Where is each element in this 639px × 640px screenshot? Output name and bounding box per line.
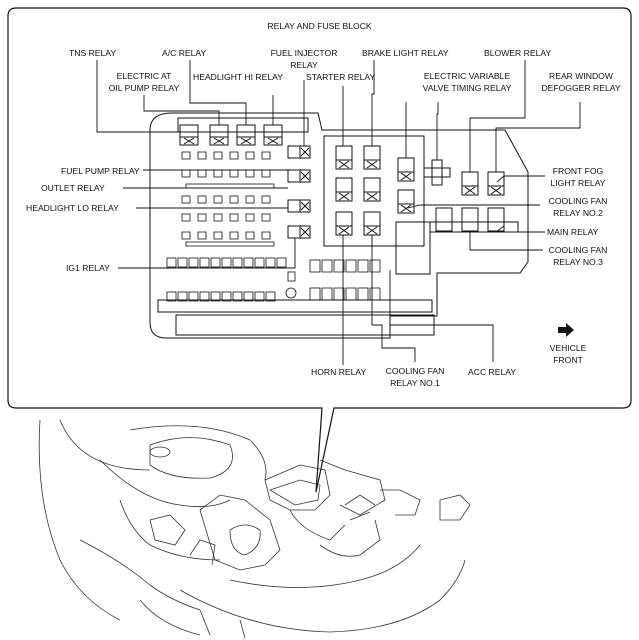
relay-mid-right	[363, 177, 381, 202]
label-fuel-injector-2: RELAY	[290, 60, 318, 70]
relay-brake-light	[363, 145, 381, 170]
label-brake-light-relay: BRAKE LIGHT RELAY	[362, 48, 449, 58]
relay-tns	[179, 124, 199, 146]
label-evvt-1: ELECTRIC VARIABLE	[423, 71, 511, 81]
label-rear-defogger-1: REAR WINDOW	[549, 71, 613, 81]
relay-fuel-pump	[287, 169, 311, 183]
relay-ac	[236, 124, 256, 146]
label-cooling-fan-1-2: RELAY NO.1	[390, 378, 440, 388]
label-outlet-relay: OUTLET RELAY	[41, 183, 105, 193]
diagram-title: RELAY AND FUSE BLOCK	[267, 21, 372, 31]
label-cooling-fan-3-2: RELAY NO.3	[553, 257, 603, 267]
label-cooling-fan-2-1: COOLING FAN	[548, 196, 608, 206]
relay-starter	[335, 145, 353, 170]
relay-main-b	[461, 207, 479, 232]
label-evvt-2: VALVE TIMING RELAY	[422, 83, 512, 93]
relay-blower	[461, 171, 479, 196]
relay-front-fog	[487, 171, 505, 196]
label-cooling-fan-3-1: COOLING FAN	[548, 245, 608, 255]
label-fuel-injector-1: FUEL INJECTOR	[270, 48, 338, 58]
label-vehicle-front-2: FRONT	[553, 355, 583, 365]
relay-headlight-lo	[287, 225, 311, 239]
label-headlight-lo-relay: HEADLIGHT LO RELAY	[26, 203, 119, 213]
label-electric-at-2: OIL PUMP RELAY	[108, 83, 180, 93]
label-blower-relay: BLOWER RELAY	[484, 48, 552, 58]
label-electric-at-1: ELECTRIC AT	[116, 71, 172, 81]
leader-lines	[96, 60, 581, 365]
label-cooling-fan-1-1: COOLING FAN	[385, 366, 445, 376]
label-rear-defogger-2: DEFOGGER RELAY	[541, 83, 621, 93]
fuse-grid	[166, 151, 381, 302]
relay-defogger	[423, 159, 451, 186]
relay-main-a	[435, 207, 453, 232]
relay-electric-at-oil-pump	[209, 124, 229, 146]
relay-cooling-fan-1	[363, 211, 381, 236]
relay-outlet	[287, 199, 311, 213]
label-front-fog-2: LIGHT RELAY	[550, 178, 606, 188]
label-acc-relay: ACC RELAY	[468, 367, 517, 377]
label-tns-relay: TNS RELAY	[69, 48, 117, 58]
engine-bay-illustration	[38, 419, 471, 639]
label-ac-relay: A/C RELAY	[162, 48, 207, 58]
relay-mid-left	[335, 177, 353, 202]
label-ig1-relay: IG1 RELAY	[66, 263, 110, 273]
relay-horn	[335, 211, 353, 236]
label-front-fog-1: FRONT FOG	[552, 166, 604, 176]
right-arrow-icon	[558, 323, 574, 337]
label-cooling-fan-2-2: RELAY NO.2	[553, 208, 603, 218]
label-fuel-pump-relay: FUEL PUMP RELAY	[61, 166, 140, 176]
relay-acc	[397, 189, 415, 214]
label-main-relay: MAIN RELAY	[547, 227, 599, 237]
label-headlight-hi-relay: HEADLIGHT HI RELAY	[193, 72, 283, 82]
label-horn-relay: HORN RELAY	[311, 367, 367, 377]
callout-frame	[7, 7, 632, 493]
label-starter-relay: STARTER RELAY	[306, 72, 376, 82]
relay-fuel-injector	[287, 145, 311, 159]
relay-headlight-hi	[263, 124, 283, 146]
relay-evvt	[397, 157, 415, 182]
label-vehicle-front-1: VEHICLE	[549, 343, 587, 353]
